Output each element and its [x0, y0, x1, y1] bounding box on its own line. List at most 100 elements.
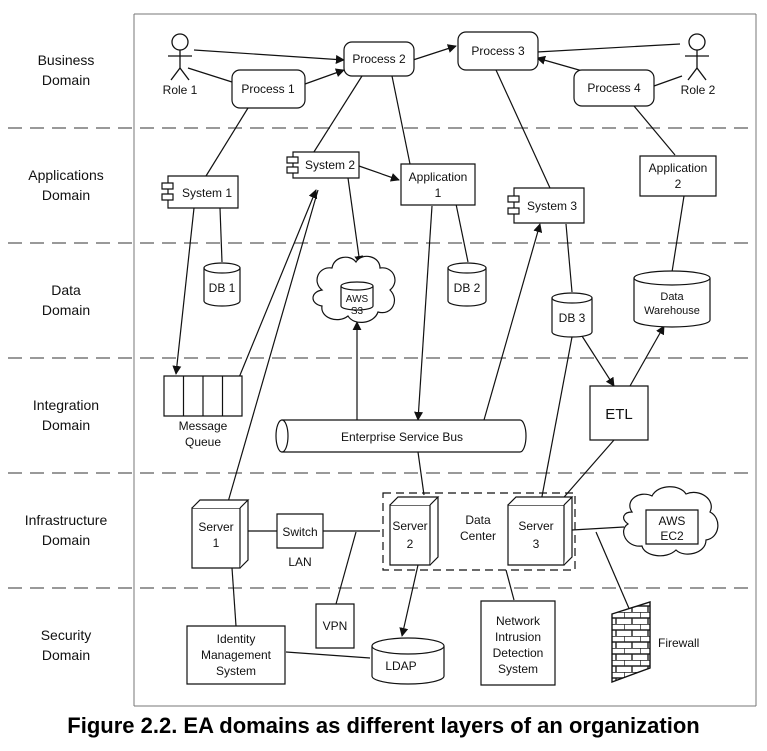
domain-labels: Business Domain Applications Domain Data…	[25, 52, 108, 663]
connector-role1-process2	[194, 50, 345, 64]
connector-system3-db3	[566, 224, 572, 292]
connector-application1-esb	[414, 206, 432, 421]
identity-label-3: System	[216, 664, 256, 678]
connector-process2-system2	[312, 76, 362, 155]
data-center-label-1: Data	[465, 513, 491, 527]
firewall-icon	[612, 602, 650, 682]
domain-label-integration-2: Domain	[42, 417, 90, 433]
system-2	[287, 152, 359, 178]
connector-server3-aws-ec2	[572, 527, 624, 530]
domain-dividers	[8, 128, 756, 588]
connector-db3-server3	[540, 337, 572, 507]
connector-process1-process2	[305, 68, 345, 84]
domain-label-applications-1: Applications	[28, 167, 104, 183]
application-1-label-2: 1	[435, 186, 442, 200]
server-1-label-2: 1	[213, 536, 220, 550]
connector-server1-identity	[232, 568, 236, 626]
db-3-cylinder	[552, 293, 592, 337]
db-3-label: DB 3	[559, 311, 586, 325]
process-4: Process 4	[574, 70, 654, 106]
process-2-label: Process 2	[352, 52, 406, 66]
aws-ec2-label-2: EC2	[660, 529, 684, 543]
aws-ec2-cloud	[624, 487, 718, 556]
identity-management-box: Identity Management System	[187, 626, 285, 684]
role-2-actor	[685, 34, 709, 80]
lan-label: LAN	[288, 555, 311, 569]
connector-process4-role2	[654, 76, 682, 86]
connector-process3-system3	[496, 70, 550, 188]
message-queue-label-2: Queue	[185, 435, 221, 449]
domain-label-data-2: Domain	[42, 302, 90, 318]
process-1-label: Process 1	[241, 82, 295, 96]
application-2-label-2: 2	[675, 177, 682, 191]
data-warehouse-label-1: Data	[660, 291, 684, 303]
nids-label-4: System	[498, 662, 538, 676]
nids-box: Network Intrusion Detection System	[481, 601, 555, 685]
application-2-label-1: Application	[649, 161, 708, 175]
esb-label: Enterprise Service Bus	[341, 430, 463, 444]
server-1	[192, 500, 248, 568]
connector-vpn-server2	[336, 532, 356, 604]
domain-label-applications-2: Domain	[42, 187, 90, 203]
domain-label-business-1: Business	[38, 52, 95, 68]
server-3-label-1: Server	[518, 519, 553, 533]
connector-process1-system1	[206, 108, 248, 176]
connector-process3-role2	[537, 44, 680, 52]
connector-application1-db2	[456, 204, 468, 262]
server-1-label-1: Server	[198, 520, 233, 534]
ldap-label: LDAP	[385, 659, 416, 673]
process-1: Process 1	[232, 70, 305, 108]
aws-s3-cloud	[313, 256, 395, 322]
connectors	[172, 44, 684, 658]
domain-label-security-2: Domain	[42, 647, 90, 663]
application-2: Application 2	[640, 156, 716, 196]
role-1-label: Role 1	[163, 83, 198, 97]
server-2-label-1: Server	[392, 519, 427, 533]
ea-domains-diagram: Business Domain Applications Domain Data…	[0, 0, 767, 712]
connector-esb-server2	[418, 452, 424, 495]
nids-label-1: Network	[496, 614, 541, 628]
connector-process4-application2	[634, 106, 675, 155]
aws-s3-label-1: AWS	[346, 294, 369, 305]
db-2-cylinder	[448, 263, 486, 306]
process-3: Process 3	[458, 32, 538, 70]
connector-datacenter-nids	[506, 570, 514, 600]
role-2-label: Role 2	[681, 83, 716, 97]
connector-db3-etl	[582, 336, 614, 387]
connector-server2-ldap	[399, 565, 418, 637]
db-1-cylinder	[204, 263, 240, 306]
identity-label-2: Management	[201, 648, 272, 662]
etl-label: ETL	[605, 406, 633, 423]
connector-role1-process1	[188, 68, 232, 82]
system-3	[508, 188, 584, 223]
data-center-boundary: Data Center	[383, 493, 575, 570]
role-1-actor	[168, 34, 192, 80]
switch-box: Switch	[277, 514, 323, 548]
nids-label-2: Intrusion	[495, 630, 541, 644]
message-queue-label-1: Message	[179, 419, 228, 433]
connector-message-queue-system2	[238, 189, 318, 380]
connector-system2-application1	[359, 166, 400, 182]
db-2-label: DB 2	[454, 281, 481, 295]
connector-system1-message-queue	[172, 208, 194, 375]
connector-process2-process3	[413, 44, 457, 60]
connector-server3-firewall	[596, 532, 634, 620]
etl-box: ETL	[590, 386, 648, 440]
vpn-box: VPN	[316, 604, 354, 648]
domain-label-infrastructure-1: Infrastructure	[25, 512, 108, 528]
data-warehouse-label-2: Warehouse	[644, 305, 700, 317]
domain-label-business-2: Domain	[42, 72, 90, 88]
connector-etl-data-warehouse	[630, 325, 664, 386]
server-3	[508, 497, 572, 565]
switch-label: Switch	[282, 525, 317, 539]
connector-identity-ldap	[286, 652, 370, 658]
data-center-label-2: Center	[460, 529, 496, 543]
figure-caption: Figure 2.2. EA domains as different laye…	[67, 713, 700, 738]
server-3-label-2: 3	[533, 537, 540, 551]
data-warehouse-cylinder	[634, 271, 710, 327]
domain-frame	[134, 14, 756, 706]
application-1: Application 1	[401, 164, 475, 205]
nids-label-3: Detection	[493, 646, 544, 660]
vpn-label: VPN	[323, 619, 348, 633]
system-1	[162, 176, 238, 208]
